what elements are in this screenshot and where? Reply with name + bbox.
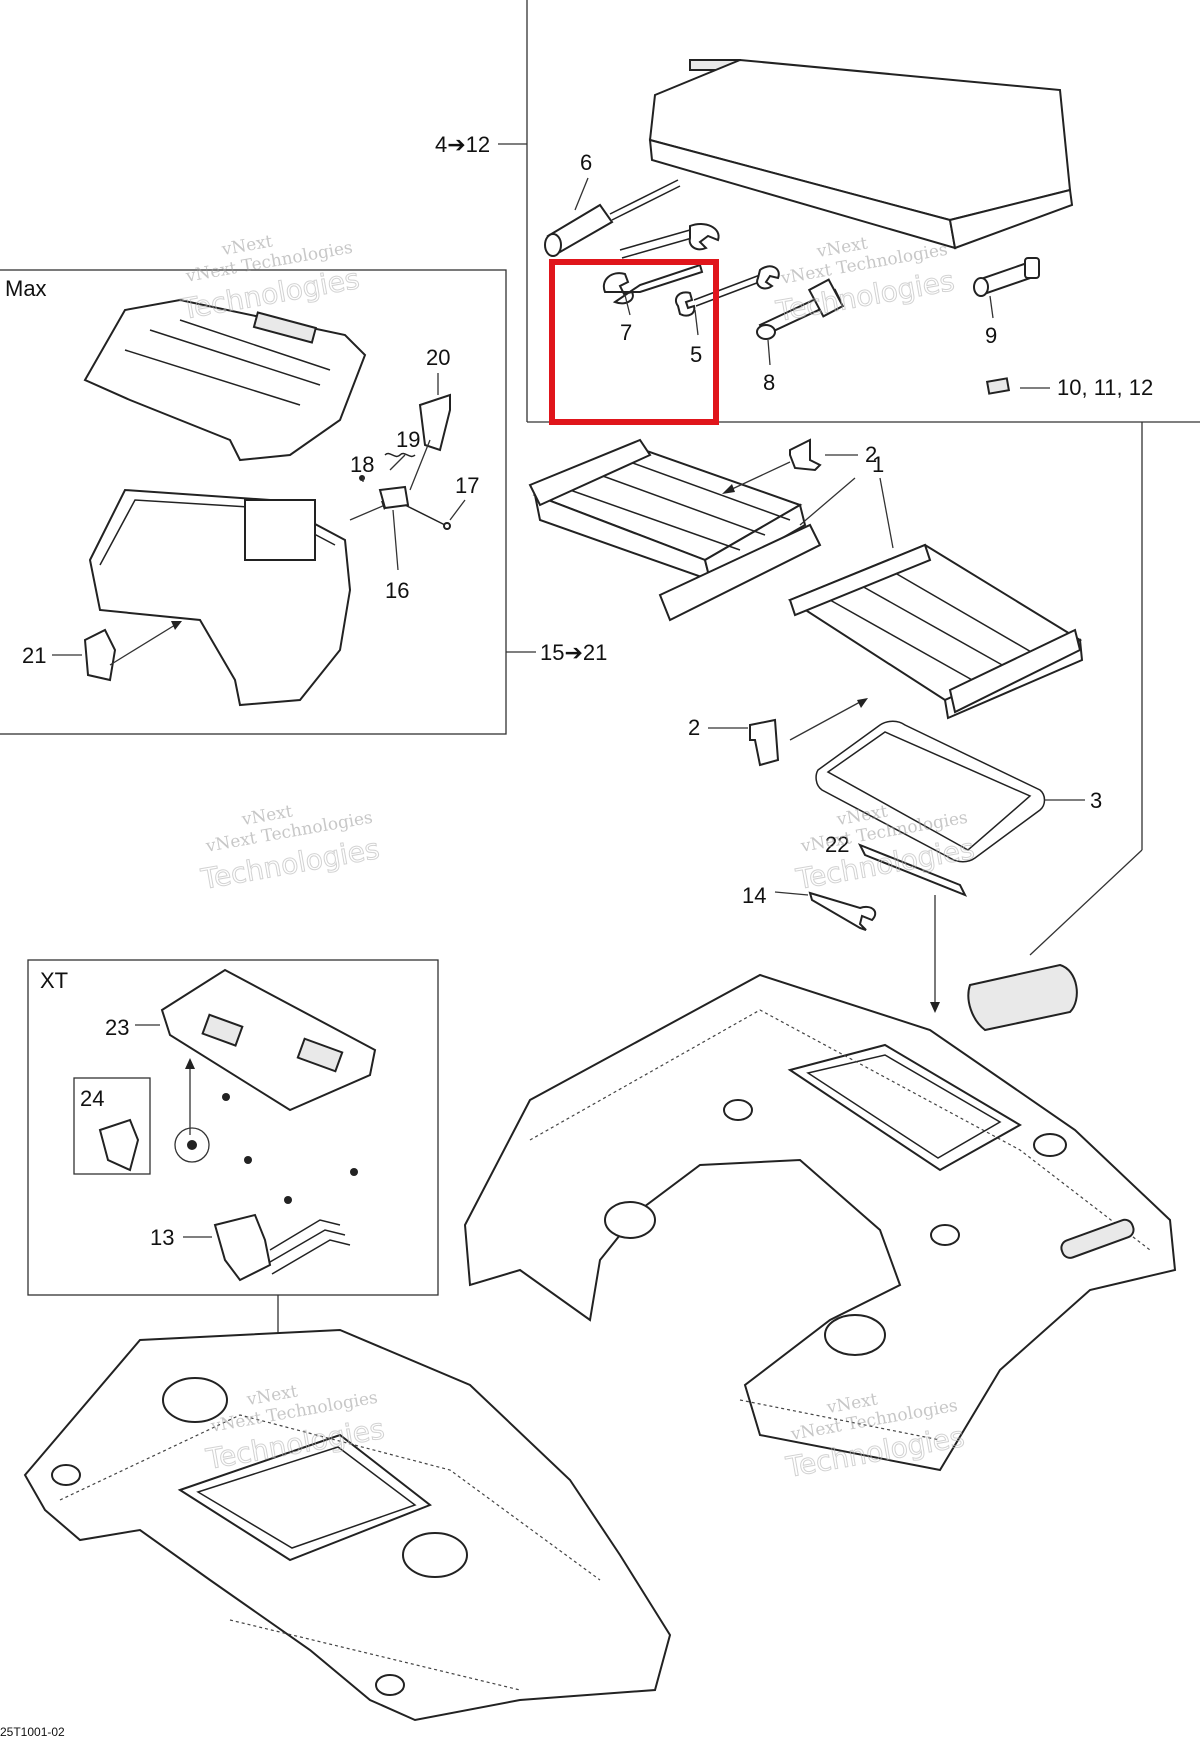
callout-24: 24 (80, 1086, 104, 1111)
wrench-7-highlighted (602, 263, 704, 305)
callout-labels: 1 2 2 3 4➔12 5 6 7 8 9 10, 11, 12 13 14 … (22, 132, 1153, 1250)
xt-box-label: XT (40, 968, 68, 993)
callout-23: 23 (105, 1015, 129, 1040)
rack-upper (528, 438, 822, 622)
callout-5: 5 (690, 342, 702, 367)
callout-15-21: 15➔21 (540, 640, 607, 665)
callout-19: 19 (396, 427, 420, 452)
rear-fender-xt (23, 1328, 672, 1722)
watermark-3: vNext vNext Technologies Technologies (197, 802, 382, 897)
socket-wrench-8 (756, 278, 845, 340)
leader-lines (362, 177, 1050, 571)
bracket-2-upper (722, 438, 858, 494)
callout-1-leader (799, 477, 894, 549)
rear-fender-main (463, 973, 1177, 1472)
pouch-closed (967, 963, 1078, 1032)
callout-13: 13 (150, 1225, 174, 1250)
callout-3: 3 (1090, 788, 1102, 813)
fuse-10-11-12 (985, 377, 1011, 395)
wrench-a (619, 222, 720, 259)
clip-21 (52, 621, 182, 682)
callout-10-11-12: 10, 11, 12 (1057, 375, 1153, 400)
callout-18: 18 (350, 452, 374, 477)
callout-22: 22 (825, 832, 849, 857)
max-variant-box: Max (0, 269, 536, 735)
max-upper-tray (83, 298, 367, 462)
callout-8: 8 (763, 370, 775, 395)
callout-17: 17 (455, 473, 479, 498)
callout-1: 1 (872, 452, 884, 477)
callout-9: 9 (985, 323, 997, 348)
callout-21: 21 (22, 643, 46, 668)
xt-harness-13 (183, 1213, 351, 1282)
seal-3 (815, 720, 1085, 863)
watermark-1: vNext vNext Technologies Technologies (177, 232, 362, 327)
rack-lower (787, 543, 1084, 720)
callout-14: 14 (742, 883, 766, 908)
xt-tray-23 (135, 968, 377, 1135)
screwdriver-6 (544, 179, 681, 257)
xt-clip-24 (98, 1093, 358, 1204)
strap-22 (857, 843, 968, 1013)
callout-2-upper: 2 (865, 442, 877, 467)
callout-4-12: 4➔12 (435, 132, 490, 157)
latch-20-19-18-17-16 (359, 393, 451, 530)
highlight-box (549, 259, 719, 425)
fuse-puller-9 (973, 257, 1040, 297)
callout-20: 20 (426, 345, 450, 370)
figure-code: 25T1001-02 (0, 1725, 65, 1739)
bracket-2-lower (708, 698, 868, 767)
max-lower-tray (88, 488, 392, 707)
callout-7: 7 (620, 320, 632, 345)
max-box-label: Max (5, 276, 47, 301)
wrench-5-highlighted (674, 265, 780, 317)
wrench-14 (774, 891, 877, 931)
tool-pouch (648, 58, 1074, 250)
callout-2-lower: 2 (688, 715, 700, 740)
callout-6: 6 (580, 150, 592, 175)
callout-16: 16 (385, 578, 409, 603)
